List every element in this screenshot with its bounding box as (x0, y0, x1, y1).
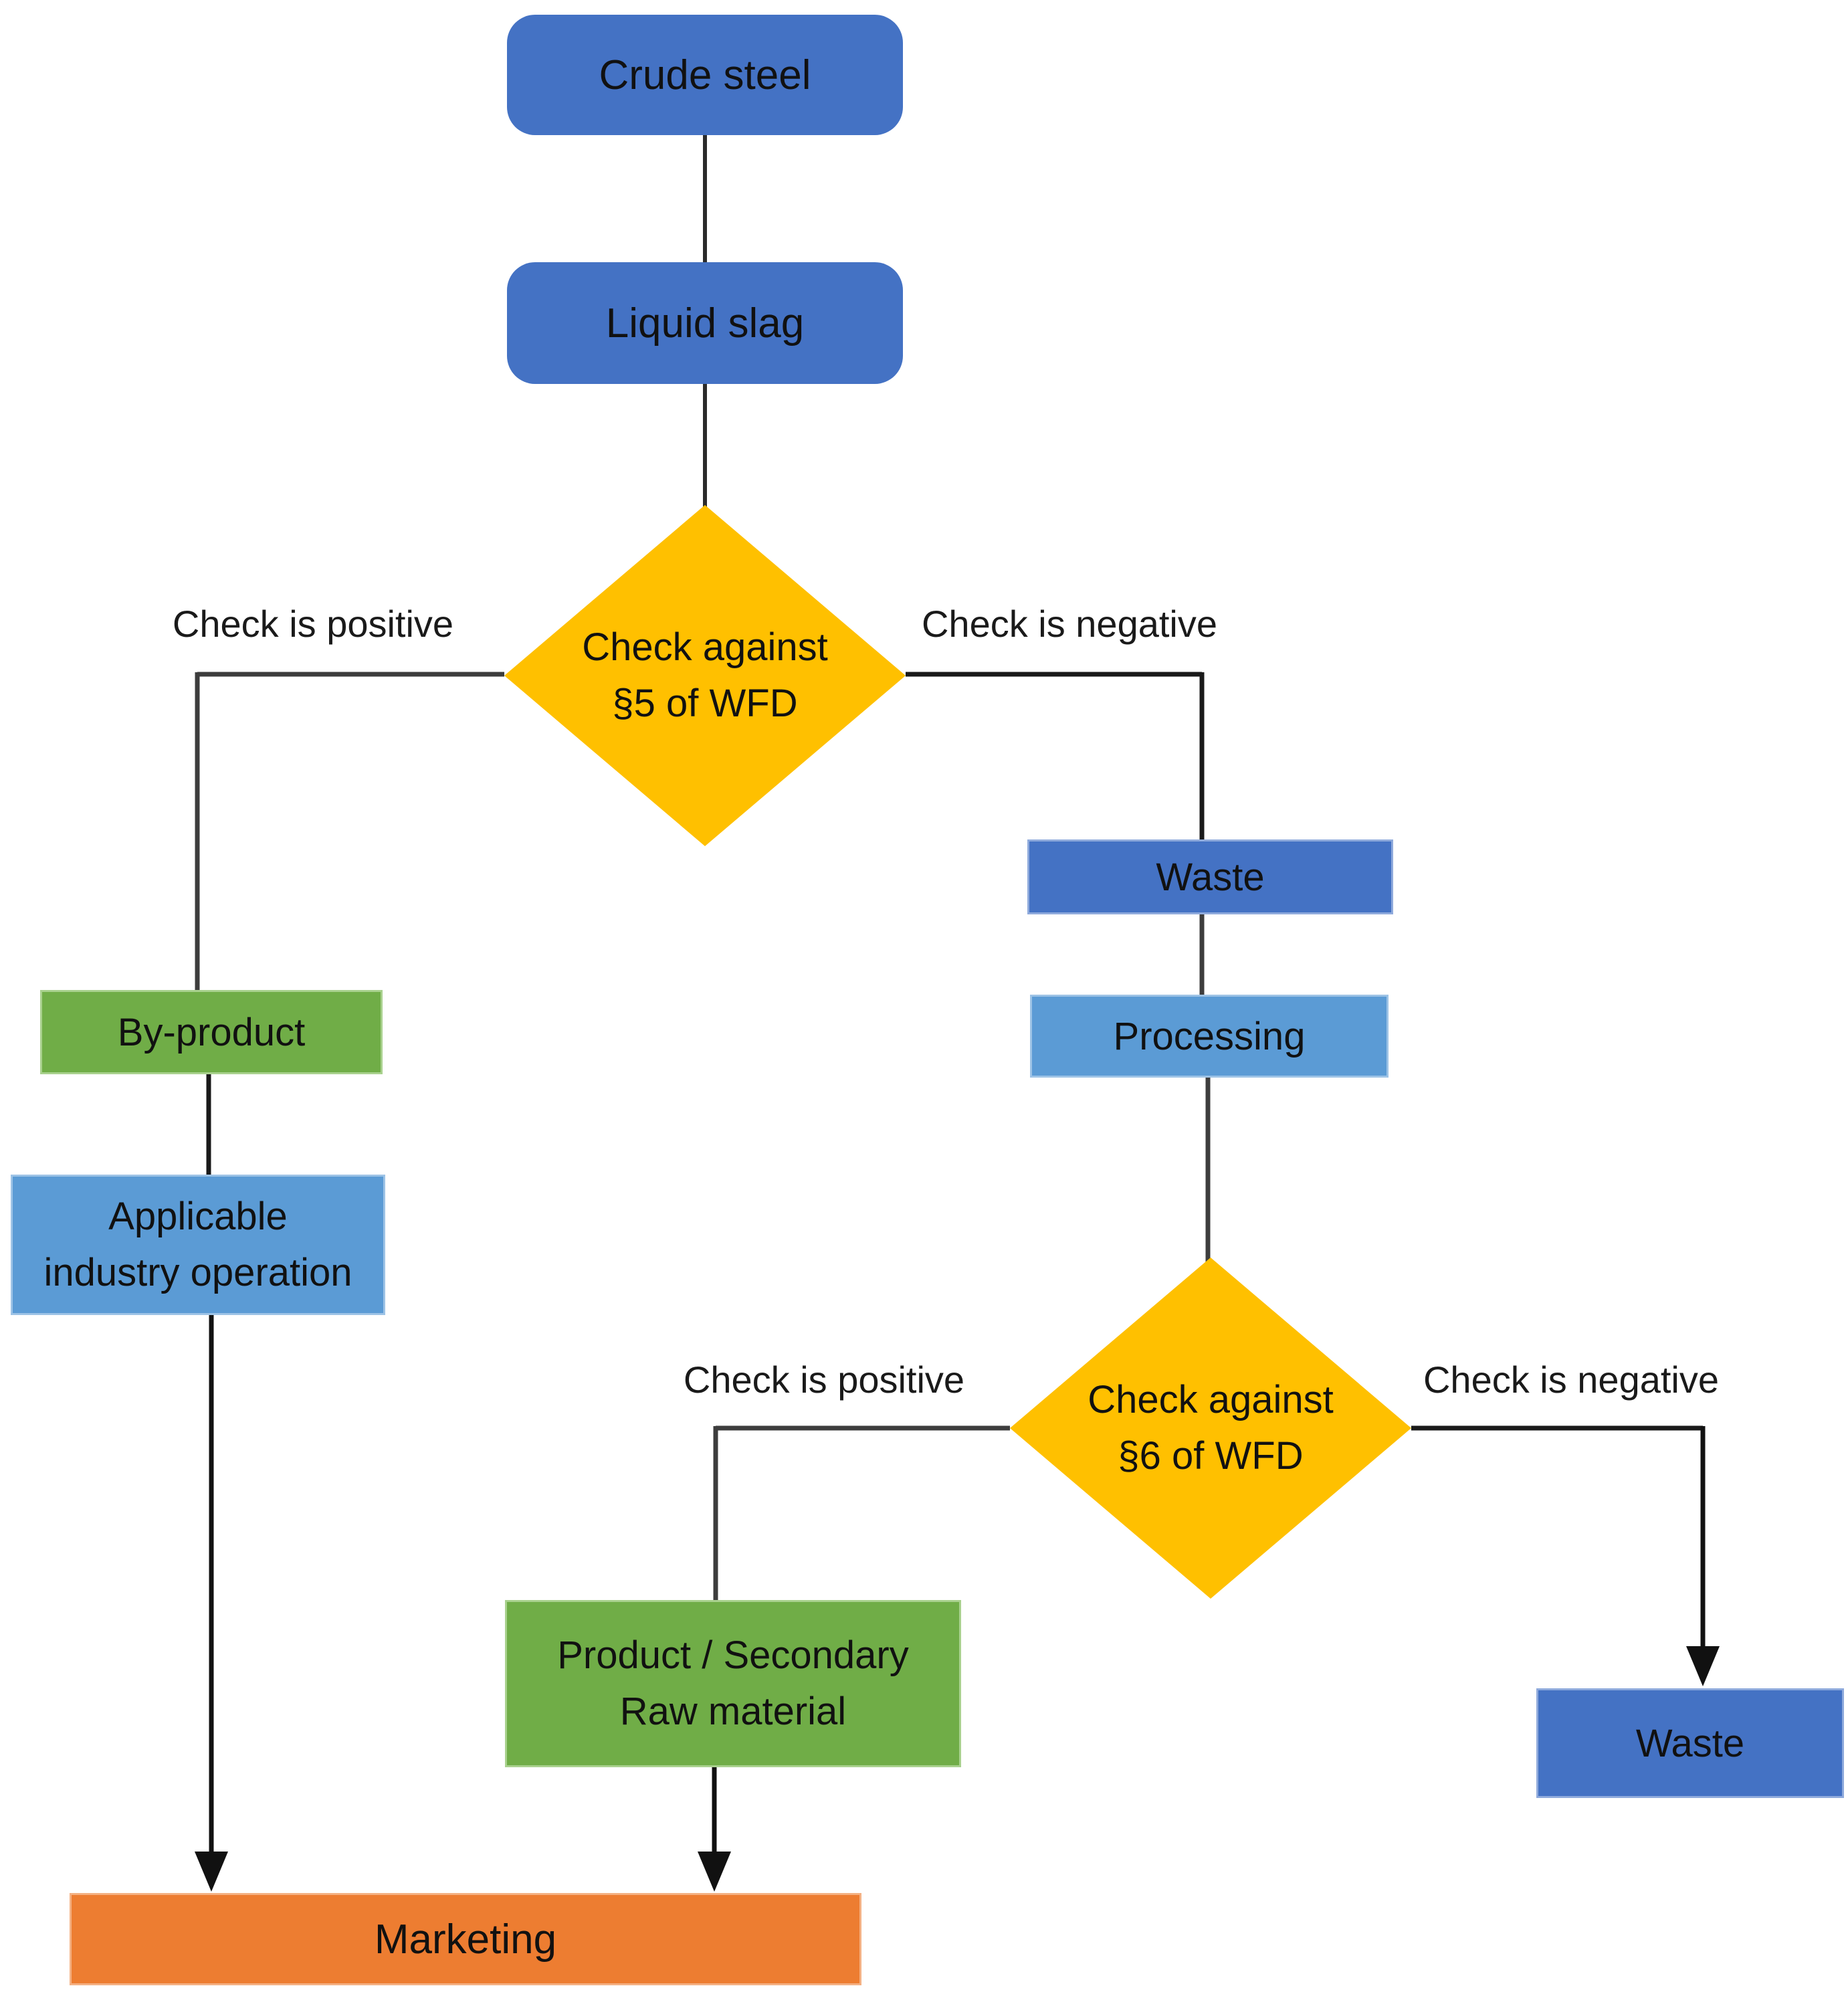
node-processing-label: Processing (1113, 1014, 1306, 1058)
edge-label-check5-negative: Check is negative (921, 603, 1217, 645)
node-waste-mid: Waste (1027, 839, 1393, 914)
node-applicable-industry-operation: Applicable industry operation (11, 1175, 385, 1315)
node-crude-steel: Crude steel (507, 15, 903, 135)
node-marketing: Marketing (70, 1893, 861, 1985)
node-by-product: By-product (40, 990, 383, 1074)
node-marketing-label: Marketing (374, 1916, 557, 1963)
node-product-secondary-raw-material-label: Product / Secondary Raw material (557, 1633, 909, 1733)
node-product-secondary-raw-material: Product / Secondary Raw material (505, 1600, 961, 1767)
edge-label-check5-positive: Check is positive (172, 603, 454, 645)
node-processing: Processing (1030, 995, 1389, 1078)
arrowhead-applicable-to-marketing (195, 1852, 228, 1892)
arrowhead-check6-negative-to-waste (1686, 1646, 1720, 1686)
node-waste-end-label: Waste (1635, 1721, 1745, 1765)
node-crude-steel-label: Crude steel (599, 52, 811, 98)
node-liquid-slag: Liquid slag (507, 262, 903, 384)
node-liquid-slag-label: Liquid slag (605, 300, 805, 346)
arrowhead-product-to-marketing (698, 1852, 731, 1892)
node-applicable-industry-operation-label: Applicable industry operation (43, 1194, 352, 1294)
edge-label-check6-positive: Check is positive (683, 1359, 965, 1401)
node-waste-end: Waste (1536, 1688, 1844, 1798)
edge-label-check6-negative: Check is negative (1423, 1359, 1719, 1401)
decision-check-par5-label: Check against §5 of WFD (582, 625, 828, 725)
node-waste-mid-label: Waste (1156, 855, 1265, 899)
decision-check-par6-label: Check against §6 of WFD (1088, 1377, 1334, 1478)
node-by-product-label: By-product (117, 1010, 306, 1054)
